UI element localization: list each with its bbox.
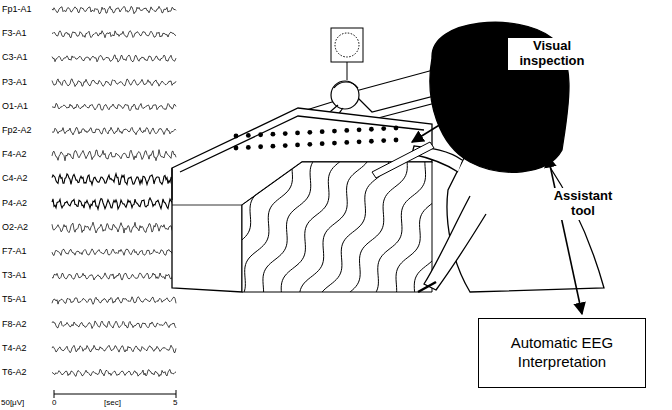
lamp (295, 143, 300, 148)
lamp (344, 128, 349, 133)
eeg-machine (172, 108, 432, 292)
channel-name: F4-A2 (2, 150, 27, 160)
channel-name: P4-A2 (2, 199, 27, 209)
channel-name: F7-A1 (2, 247, 27, 257)
eeg-trace (52, 249, 176, 256)
channel-name: Fp2-A2 (2, 126, 32, 136)
channel-name: O1-A1 (2, 102, 28, 112)
eeg-traces (52, 6, 176, 376)
eeg-trace (52, 321, 176, 329)
lamp (357, 139, 362, 144)
pen-trace (263, 158, 316, 297)
channel-name: F3-A1 (2, 29, 27, 39)
time-scale (54, 390, 176, 398)
lamp (271, 132, 276, 137)
eeg-trace (52, 150, 176, 161)
channel-name: T4-A2 (2, 344, 27, 354)
lamp (381, 126, 386, 131)
channel-name: F8-A2 (2, 320, 27, 330)
lamp (234, 134, 239, 139)
pen-trace (321, 162, 389, 294)
pen-trace (281, 160, 341, 296)
channel-name: T3-A1 (2, 271, 27, 281)
lamp (234, 146, 239, 151)
lamp (295, 131, 300, 136)
eeg-trace (52, 297, 176, 305)
eeg-trace (52, 174, 176, 185)
channel-name: T5-A1 (2, 295, 27, 305)
lamp (283, 131, 288, 136)
lamp (271, 144, 276, 149)
eeg-trace (52, 6, 176, 13)
control-lamps (234, 126, 399, 151)
callout-label: Visual inspection (508, 38, 596, 70)
lamp (307, 142, 312, 147)
eeg-trace (52, 31, 176, 38)
lamp (283, 143, 288, 148)
lamp (258, 132, 263, 137)
channel-name: T6-A2 (2, 368, 27, 378)
eeg-trace (52, 222, 176, 233)
eeg-trace (52, 103, 176, 110)
eeg-trace (52, 273, 176, 280)
channel-name: P3-A1 (2, 78, 27, 88)
lamp (332, 141, 337, 146)
scale-label: 50[μV] (1, 399, 24, 408)
lamp (394, 126, 399, 131)
assistant-arrow (548, 156, 582, 314)
box-label: Automatic EEG Interpretation (489, 334, 635, 372)
tick-label: 0 (52, 399, 56, 408)
lamp (357, 127, 362, 132)
pen-trace (372, 158, 426, 297)
axis-unit: [sec] (104, 399, 121, 408)
channel-name: C3-A1 (2, 53, 28, 63)
eeg-trace (52, 198, 176, 209)
lamp (246, 133, 251, 138)
pen-trace (346, 160, 408, 295)
eeg-trace (52, 127, 176, 135)
lamp (246, 145, 251, 150)
lamp (394, 138, 399, 143)
channel-name: Fp1-A1 (2, 5, 32, 15)
lamp (332, 129, 337, 134)
lamp (369, 139, 374, 144)
eeg-trace (52, 369, 176, 376)
lamp (320, 141, 325, 146)
channel-name: O2-A2 (2, 223, 28, 233)
lamp (381, 138, 386, 143)
lamp (307, 130, 312, 135)
lamp (258, 144, 263, 149)
callout-label: Assistant tool (544, 188, 622, 220)
eeg-trace (52, 345, 176, 352)
eeg-trace (52, 55, 176, 62)
tick-label: 5 (173, 399, 177, 408)
electrode-map (331, 28, 363, 80)
inspection-arrow (412, 80, 512, 142)
lamp (320, 129, 325, 134)
eeg-trace (52, 79, 176, 87)
lamp (369, 127, 374, 132)
lamp (344, 140, 349, 145)
channel-name: C4-A2 (2, 174, 28, 184)
process-box: Automatic EEG Interpretation (478, 318, 646, 388)
